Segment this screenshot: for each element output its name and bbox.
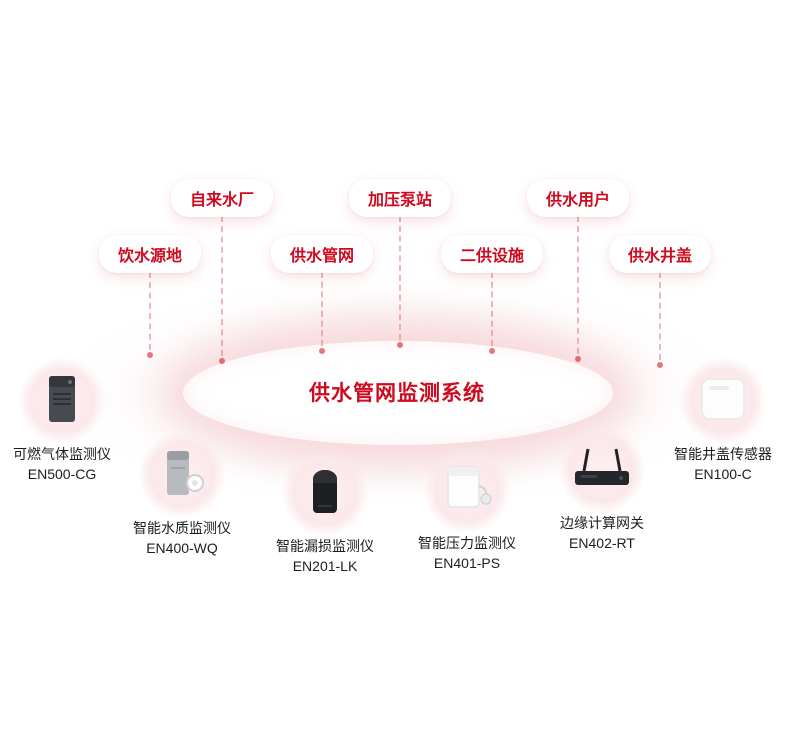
device-model: EN402-RT [569, 535, 635, 551]
connector-line-water-user [577, 216, 579, 354]
connector-line-pump-station [399, 216, 401, 340]
connector-dot-water-source [147, 352, 153, 358]
device-model: EN201-LK [292, 558, 358, 574]
connector-line-supply-network [321, 272, 323, 346]
scene-label-waterworks: 自来水厂 [170, 179, 274, 217]
connector-line-secondary-facility [491, 272, 493, 346]
connector-line-manhole-cover [659, 272, 661, 360]
connector-line-waterworks [221, 216, 223, 356]
device-bubble [424, 447, 510, 533]
device-card-pressure-monitor: 智能压力监测仪 EN401-PS [387, 447, 547, 573]
system-title: 供水管网监测系统 [309, 382, 485, 405]
device-name: 智能漏损监测仪 [276, 538, 374, 554]
device-bubble [139, 432, 225, 518]
water-quality-monitor-icon [159, 447, 205, 504]
center-ellipse [183, 341, 613, 445]
device-model: EN500-CG [27, 466, 97, 482]
scene-label-water-user: 供水用户 [526, 179, 630, 217]
device-name: 智能井盖传感器 [674, 446, 772, 462]
connector-dot-secondary-facility [489, 348, 495, 354]
device-model: EN100-C [694, 466, 752, 482]
device-model: EN400-WQ [146, 540, 218, 556]
device-model: EN401-PS [433, 555, 501, 571]
device-card-water-quality: 智能水质监测仪 EN400-WQ [102, 432, 262, 558]
leak-monitor-icon [305, 465, 345, 522]
device-name: 智能水质监测仪 [133, 520, 231, 536]
connector-dot-manhole-cover [657, 362, 663, 368]
device-bubble [559, 427, 645, 513]
scene-label-supply-network: 供水管网 [270, 235, 374, 273]
device-bubble [19, 358, 105, 444]
manhole-sensor-icon [698, 375, 748, 428]
connector-dot-water-user [575, 356, 581, 362]
device-card-edge-gateway: 边缘计算网关 EN402-RT [522, 427, 682, 553]
connector-line-water-source [149, 272, 151, 350]
device-bubble [282, 450, 368, 536]
pressure-monitor-icon [442, 462, 492, 519]
scene-label-secondary-facility: 二供设施 [440, 235, 544, 273]
device-card-gas-detector: 可燃气体监测仪 EN500-CG [0, 358, 142, 484]
gas-detector-icon [42, 373, 82, 430]
connector-dot-waterworks [219, 358, 225, 364]
scene-label-manhole-cover: 供水井盖 [608, 235, 712, 273]
connector-dot-supply-network [319, 348, 325, 354]
scene-label-pump-station: 加压泵站 [348, 179, 452, 217]
connector-dot-pump-station [397, 342, 403, 348]
scene-label-water-source: 饮水源地 [98, 235, 202, 273]
edge-gateway-icon [571, 444, 633, 497]
device-bubble [680, 358, 766, 444]
device-name: 智能压力监测仪 [418, 535, 516, 551]
device-card-leak-monitor: 智能漏损监测仪 EN201-LK [245, 450, 405, 576]
device-name: 可燃气体监测仪 [13, 446, 111, 462]
device-name: 边缘计算网关 [560, 515, 644, 531]
device-card-manhole-sensor: 智能井盖传感器 EN100-C [643, 358, 800, 484]
